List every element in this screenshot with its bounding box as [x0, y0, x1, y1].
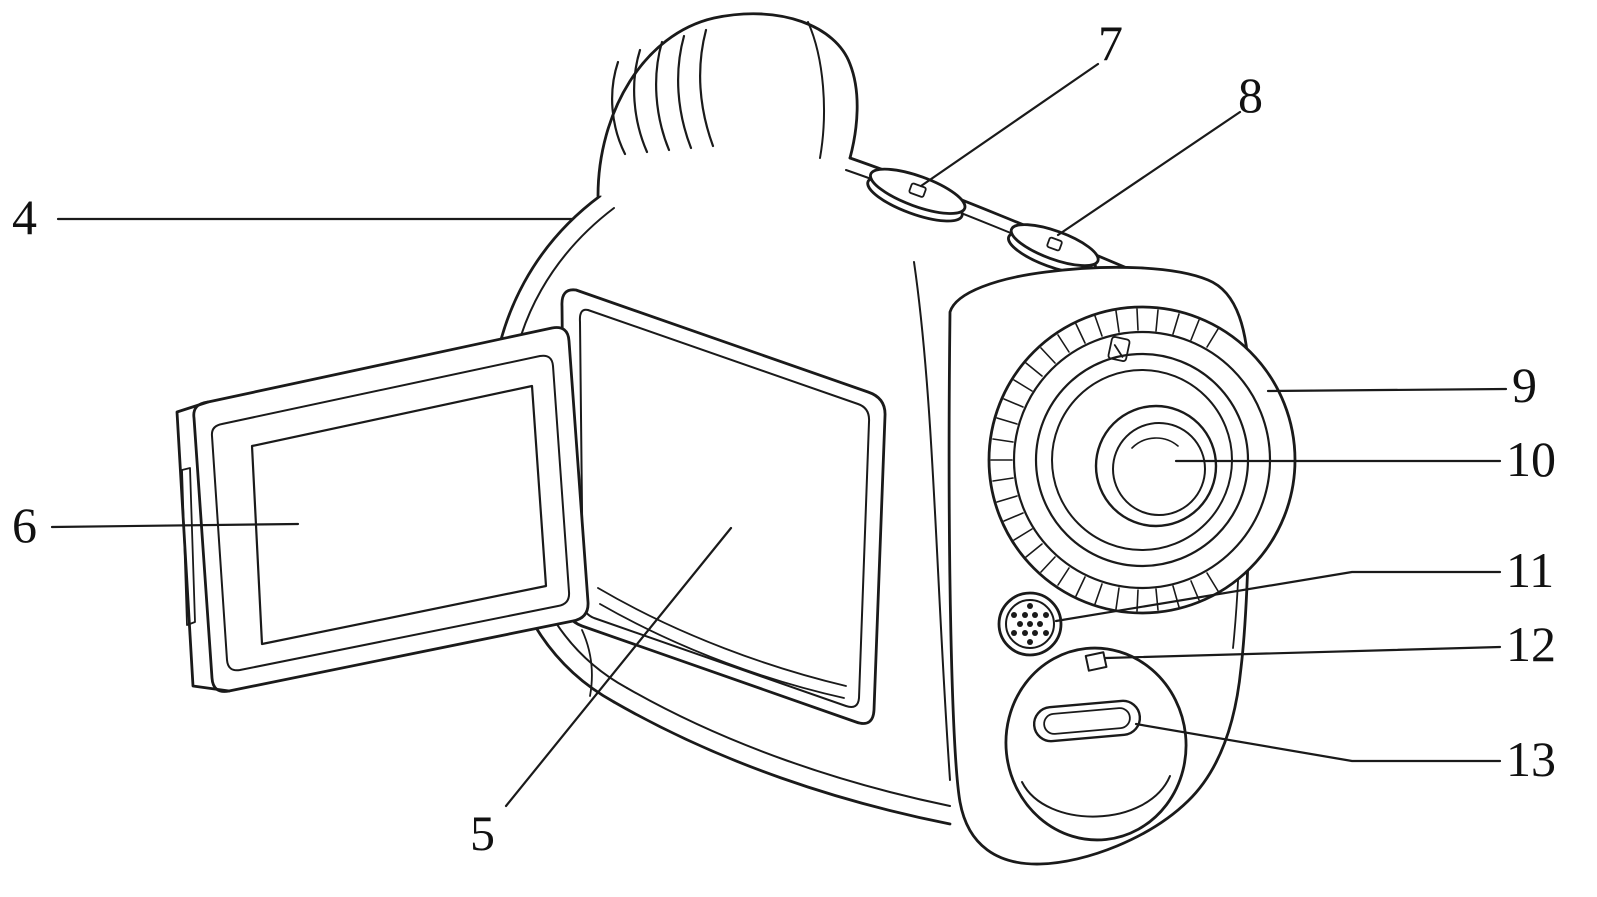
leader-line-5: [504, 526, 733, 808]
lcd-screen-panel: [250, 384, 548, 646]
leader-line-9: [1266, 387, 1508, 393]
ref-label-10: 10: [1506, 431, 1556, 487]
ref-label-7: 7: [1098, 15, 1123, 71]
lens-center-glass: [1094, 404, 1218, 528]
leader-line-6: [50, 522, 300, 529]
ref-label-13: 13: [1506, 731, 1556, 787]
ref-label-5: 5: [470, 805, 495, 861]
lens-assembly: [987, 305, 1297, 615]
ref-label-6: 6: [12, 497, 37, 553]
ref-label-12: 12: [1506, 616, 1556, 672]
lcd-panel: [175, 326, 590, 693]
lens-index-notch: [1107, 336, 1131, 362]
ref-label-8: 8: [1238, 67, 1263, 123]
vent-slots: [611, 28, 715, 156]
leader-line-13: [1134, 722, 1502, 763]
button-icon-mark: [1046, 236, 1063, 252]
leader-lines: [50, 62, 1508, 808]
lcd-recess-cavity: [560, 288, 887, 725]
speaker-holes: [1011, 603, 1049, 645]
hinge-line: [581, 629, 593, 697]
lens-knurl-ticks: [990, 308, 1219, 612]
leader-line-7: [919, 62, 1100, 188]
button-icon-mark: [908, 182, 927, 198]
small-square-marker: [1084, 651, 1108, 672]
ref-label-4: 4: [12, 189, 37, 245]
lcd-bezel: [210, 354, 571, 672]
front-left-corner-line: [913, 261, 951, 781]
ref-label-11: 11: [1506, 542, 1555, 598]
leader-line-8: [1056, 110, 1242, 237]
top-button-front: [1007, 223, 1100, 275]
lcd-panel-latch-slot: [181, 467, 196, 626]
speaker-grille: [997, 591, 1063, 657]
port-cover-slot: [1032, 699, 1142, 743]
ref-label-9: 9: [1512, 357, 1537, 413]
leader-line-11: [1054, 570, 1502, 623]
top-button-rear: [866, 167, 967, 223]
port-cover: [1004, 646, 1188, 842]
leader-line-12: [1104, 645, 1502, 660]
grip-hump: [596, 12, 859, 198]
